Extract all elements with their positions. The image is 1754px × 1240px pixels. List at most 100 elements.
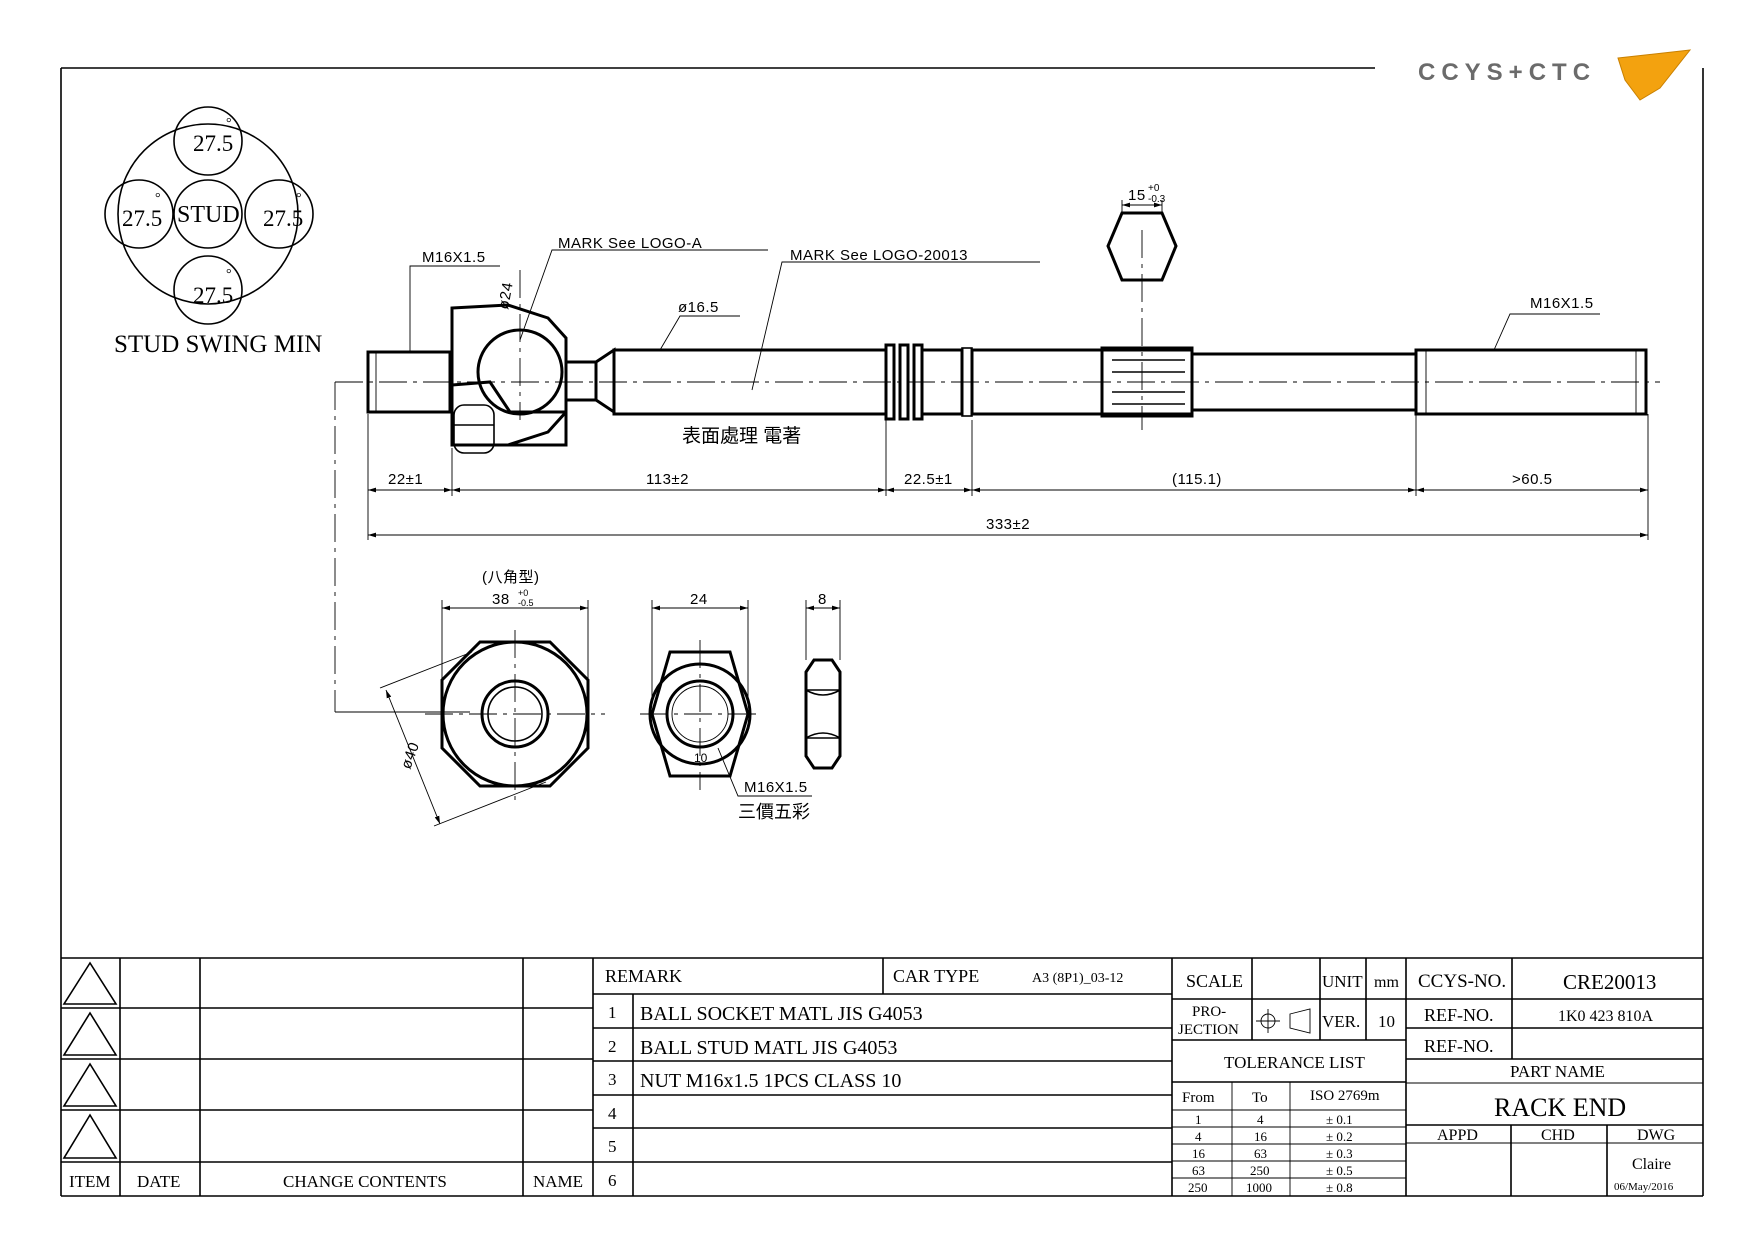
remarks-table: REMARK CAR TYPE A3 (8P1)_03-12 1 BALL SO…: [593, 958, 1173, 1196]
tol-header-from: From: [1182, 1090, 1215, 1106]
thread-right-label: M16X1.5: [1530, 295, 1594, 312]
tol-header-iso: ISO 2769m: [1310, 1088, 1380, 1104]
surface-treatment-label: 表面處理 電著: [682, 425, 801, 447]
mark-logo-20013-label: MARK See LOGO-20013: [790, 247, 968, 264]
nut-side-view: 8: [804, 591, 842, 770]
dim-groove: 22.5±1: [904, 471, 953, 488]
hex-tol-upper: +0: [1148, 183, 1160, 194]
hex-flat-dim: 15: [1128, 187, 1146, 204]
projection-label-line2: JECTION: [1178, 1022, 1239, 1038]
nut-class-mark: 10: [694, 751, 708, 765]
swing-angle-bottom: 27.5: [193, 283, 233, 308]
rack-end-main-view: 15 +0 -0.3 M16X1.5 MARK See LOGO-A MARK …: [335, 183, 1660, 454]
nut-width-dim: 24: [690, 591, 708, 608]
nut-top-view: 24 10 M16X1.5 三價五彩: [640, 591, 812, 822]
degree-mark: °: [155, 191, 161, 206]
tol-value: ± 0.5: [1326, 1163, 1353, 1178]
car-type-label: CAR TYPE: [893, 966, 979, 986]
thread-left-label: M16X1.5: [422, 249, 486, 266]
ref-no-value: 1K0 423 810A: [1558, 1008, 1654, 1025]
hex-tol-lower: -0.3: [1148, 194, 1166, 205]
rev-header-change-contents: CHANGE CONTENTS: [283, 1172, 447, 1191]
remark-row-no: 1: [608, 1003, 617, 1022]
octagon-width-dim: 38: [492, 591, 510, 608]
dwg-label: DWG: [1637, 1127, 1676, 1144]
tol-to: 16: [1254, 1129, 1268, 1144]
tol-value: ± 0.1: [1326, 1112, 1353, 1127]
ver-value: 10: [1378, 1012, 1395, 1031]
tol-to: 63: [1254, 1146, 1267, 1161]
octagon-view: (八角型) 38 +0 -0.5 ø40: [379, 569, 605, 827]
swing-angle-right: 27.5: [263, 206, 303, 231]
remark-row-text: BALL SOCKET MATL JIS G4053: [640, 1003, 923, 1025]
tol-from: 4: [1195, 1129, 1202, 1144]
dim-overall: 333±2: [986, 516, 1030, 533]
car-type-value: A3 (8P1)_03-12: [1032, 971, 1123, 986]
tol-value: ± 0.8: [1326, 1180, 1353, 1195]
logo-mark-icon: [1617, 49, 1692, 101]
remark-row-no: 2: [608, 1037, 617, 1056]
hex-section: 15 +0 -0.3: [1106, 183, 1178, 282]
unit-value: mm: [1374, 974, 1399, 991]
rev-header-name: NAME: [533, 1172, 583, 1191]
dim-socket-to-groove: 113±2: [646, 471, 689, 488]
company-logo: CCYS+CTC: [1418, 49, 1692, 101]
tol-value: ± 0.3: [1326, 1146, 1353, 1161]
remark-row-no: 4: [608, 1104, 617, 1123]
tol-from: 16: [1192, 1146, 1206, 1161]
logo-text: CCYS+CTC: [1418, 59, 1596, 86]
scale-tolerance-block: SCALE UNIT mm PRO- JECTION VER. 10 TOLER…: [1172, 958, 1407, 1196]
revision-triangle-icon: [62, 1113, 118, 1159]
mark-logo-a-label: MARK See LOGO-A: [558, 235, 702, 252]
nut-thread-label: M16X1.5: [744, 779, 808, 796]
stud-label: STUD: [177, 202, 240, 228]
drawer-name: Claire: [1632, 1156, 1671, 1173]
dim-stud-thread: 22±1: [388, 471, 423, 488]
tol-from: 63: [1192, 1163, 1205, 1178]
tol-to: 250: [1250, 1163, 1270, 1178]
socket-diameter-label: ø24: [495, 281, 516, 311]
part-name-label: PART NAME: [1510, 1062, 1605, 1081]
remark-row-no: 5: [608, 1137, 617, 1156]
rev-header-date: DATE: [137, 1172, 180, 1191]
part-name-value: RACK END: [1494, 1093, 1626, 1122]
ref-no-label: REF-NO.: [1424, 1005, 1494, 1025]
tol-to: 1000: [1246, 1180, 1272, 1195]
revision-table: ITEM DATE CHANGE CONTENTS NAME: [61, 958, 594, 1196]
dimension-lines: 22±1 113±2 22.5±1 (115.1) >60.5 333±2: [334, 382, 1649, 713]
dim-thread-right: >60.5: [1512, 471, 1552, 488]
tolerance-list-title: TOLERANCE LIST: [1224, 1053, 1365, 1072]
degree-mark: °: [226, 267, 232, 282]
dim-rod: (115.1): [1172, 471, 1222, 488]
octagon-diag-dim: ø40: [398, 740, 423, 772]
revision-triangle-icon: [62, 1011, 118, 1056]
revision-triangle-icon: [62, 1062, 118, 1107]
projection-label-line1: PRO-: [1192, 1004, 1226, 1020]
degree-mark: °: [296, 191, 302, 206]
scale-label: SCALE: [1186, 971, 1243, 991]
projection-symbol-icon: [1256, 1008, 1311, 1034]
octagon-note: (八角型): [482, 569, 540, 586]
remark-row-text: NUT M16x1.5 1PCS CLASS 10: [640, 1070, 901, 1092]
unit-label: UNIT: [1322, 972, 1363, 991]
revision-triangle-icon: [62, 961, 118, 1005]
remark-row-text: BALL STUD MATL JIS G4053: [640, 1037, 897, 1059]
remark-row-no: 6: [608, 1171, 617, 1190]
remark-row-no: 3: [608, 1070, 617, 1089]
shaft-diameter-label: ø16.5: [678, 299, 719, 316]
tol-value: ± 0.2: [1326, 1129, 1353, 1144]
octagon-tol-lower: -0.5: [518, 598, 534, 608]
appd-label: APPD: [1437, 1127, 1478, 1144]
ccys-no-label: CCYS-NO.: [1418, 971, 1506, 992]
swing-angle-left: 27.5: [122, 206, 162, 231]
drawing-date: 06/May/2016: [1614, 1181, 1674, 1193]
title-block: CCYS-NO. CRE20013 REF-NO. 1K0 423 810A R…: [1406, 958, 1703, 1196]
rev-header-item: ITEM: [69, 1172, 111, 1191]
ccys-no-value: CRE20013: [1563, 970, 1656, 994]
swing-angle-top: 27.5: [193, 131, 233, 156]
tol-header-to: To: [1252, 1090, 1268, 1106]
chd-label: CHD: [1541, 1127, 1575, 1144]
nut-thickness-dim: 8: [818, 591, 827, 608]
ball-socket-section: [450, 303, 568, 447]
